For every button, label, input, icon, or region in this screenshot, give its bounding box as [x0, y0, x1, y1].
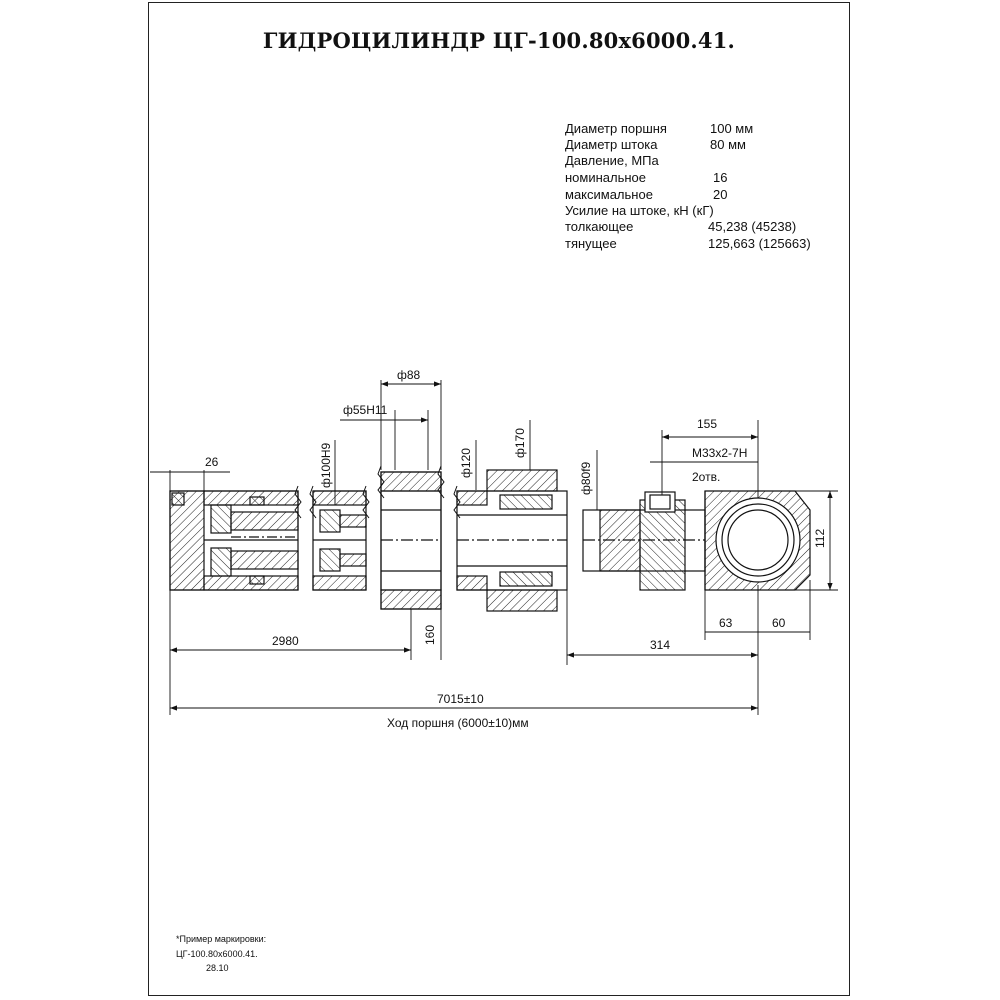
spec-label: толкающее [565, 219, 634, 234]
dim-stroke: Ход поршня (6000±10)мм [387, 716, 529, 730]
spec-label: Усилие на штоке, кН (кГ) [565, 203, 714, 218]
spec-value: 100 мм [710, 121, 754, 136]
note-line: 28.10 [206, 963, 229, 973]
note-line: *Пример маркировки: [176, 934, 267, 944]
spec-value: 125,663 (125663) [708, 236, 811, 251]
break-lines [294, 465, 461, 519]
spec-label: номинальное [565, 170, 647, 185]
spec-value: 45,238 (45238) [708, 219, 797, 234]
drawing-title: ГИДРОЦИЛИНДР ЦГ-100.80х6000.41. [262, 28, 736, 53]
dim-63: 63 [719, 616, 733, 630]
tube-section [380, 471, 442, 610]
dim-d120: ф120 [459, 448, 473, 478]
spec-value: 16 [713, 170, 728, 185]
spec-label: Диаметр штока [565, 137, 658, 152]
dim-holes: 2отв. [692, 470, 720, 484]
dim-2980: 2980 [272, 634, 299, 648]
spec-value: 80 мм [710, 137, 746, 152]
dim-thread: М33х2-7H [692, 446, 747, 460]
dim-total: 7015±10 [437, 692, 484, 706]
dim-d88: ф88 [397, 368, 421, 382]
dim-d170: ф170 [513, 428, 527, 458]
rear-cap-section [169, 490, 299, 591]
dim-155: 155 [697, 417, 717, 431]
spec-value: 20 [713, 187, 728, 202]
spec-label: тянущее [565, 236, 617, 251]
spec-label: Диаметр поршня [565, 121, 667, 136]
dim-112: 112 [813, 529, 827, 548]
spec-label: Давление, МПа [565, 153, 659, 168]
dim-314: 314 [650, 638, 670, 652]
rod-end-section [582, 491, 706, 591]
dim-160: 160 [423, 625, 437, 645]
note-line: ЦГ-100.80х6000.41. [176, 949, 258, 959]
dim-d55: ф55H11 [343, 403, 388, 417]
front-head-section [456, 469, 568, 612]
dim-60: 60 [772, 616, 786, 630]
rod-eye-section [704, 490, 811, 591]
spec-label: максимальное [565, 187, 653, 202]
dim-26: 26 [205, 455, 219, 469]
piston-section [312, 490, 367, 591]
dim-d100: ф100H9 [319, 442, 333, 488]
dim-d80: ф80f9 [579, 461, 593, 495]
